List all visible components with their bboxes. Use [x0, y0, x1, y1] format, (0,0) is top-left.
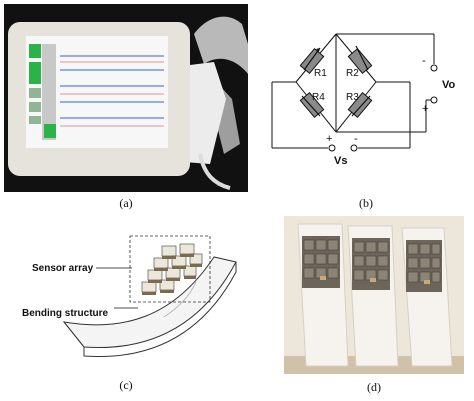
vo-plus-sign: + — [422, 103, 428, 115]
panel-b-caption: (b) — [359, 196, 373, 210]
vo-minus-sign: - — [422, 55, 426, 67]
resistor-label-r1: R1 — [314, 68, 327, 79]
resistor-r1 — [299, 47, 325, 74]
panel-b-circuit: R1 R2 R4 R3 - Vo + + - Vs — [271, 33, 456, 167]
panel-a-caption: (a) — [119, 196, 133, 210]
vs-label: Vs — [334, 155, 347, 167]
bending-structure-label: Bending structure — [22, 308, 109, 319]
vs-minus-sign: - — [354, 133, 358, 145]
panel-c-diagram: Sensor array Bending structure — [22, 235, 237, 358]
vs-plus-sign: + — [326, 133, 332, 145]
resistor-label-r3: R3 — [346, 92, 359, 103]
resistor-r3 — [347, 92, 373, 118]
resistor-label-r2: R2 — [346, 68, 359, 79]
vo-label: Vo — [442, 79, 456, 91]
panel-a-photo — [4, 4, 248, 192]
resistor-r4 — [299, 92, 325, 118]
panel-c-caption: (c) — [119, 378, 133, 392]
resistor-label-r4: R4 — [312, 92, 325, 103]
panel-d-caption: (d) — [367, 380, 381, 394]
resistor-r2 — [347, 45, 373, 74]
sensor-array-label: Sensor array — [32, 263, 94, 274]
panel-d-photo — [284, 216, 464, 374]
